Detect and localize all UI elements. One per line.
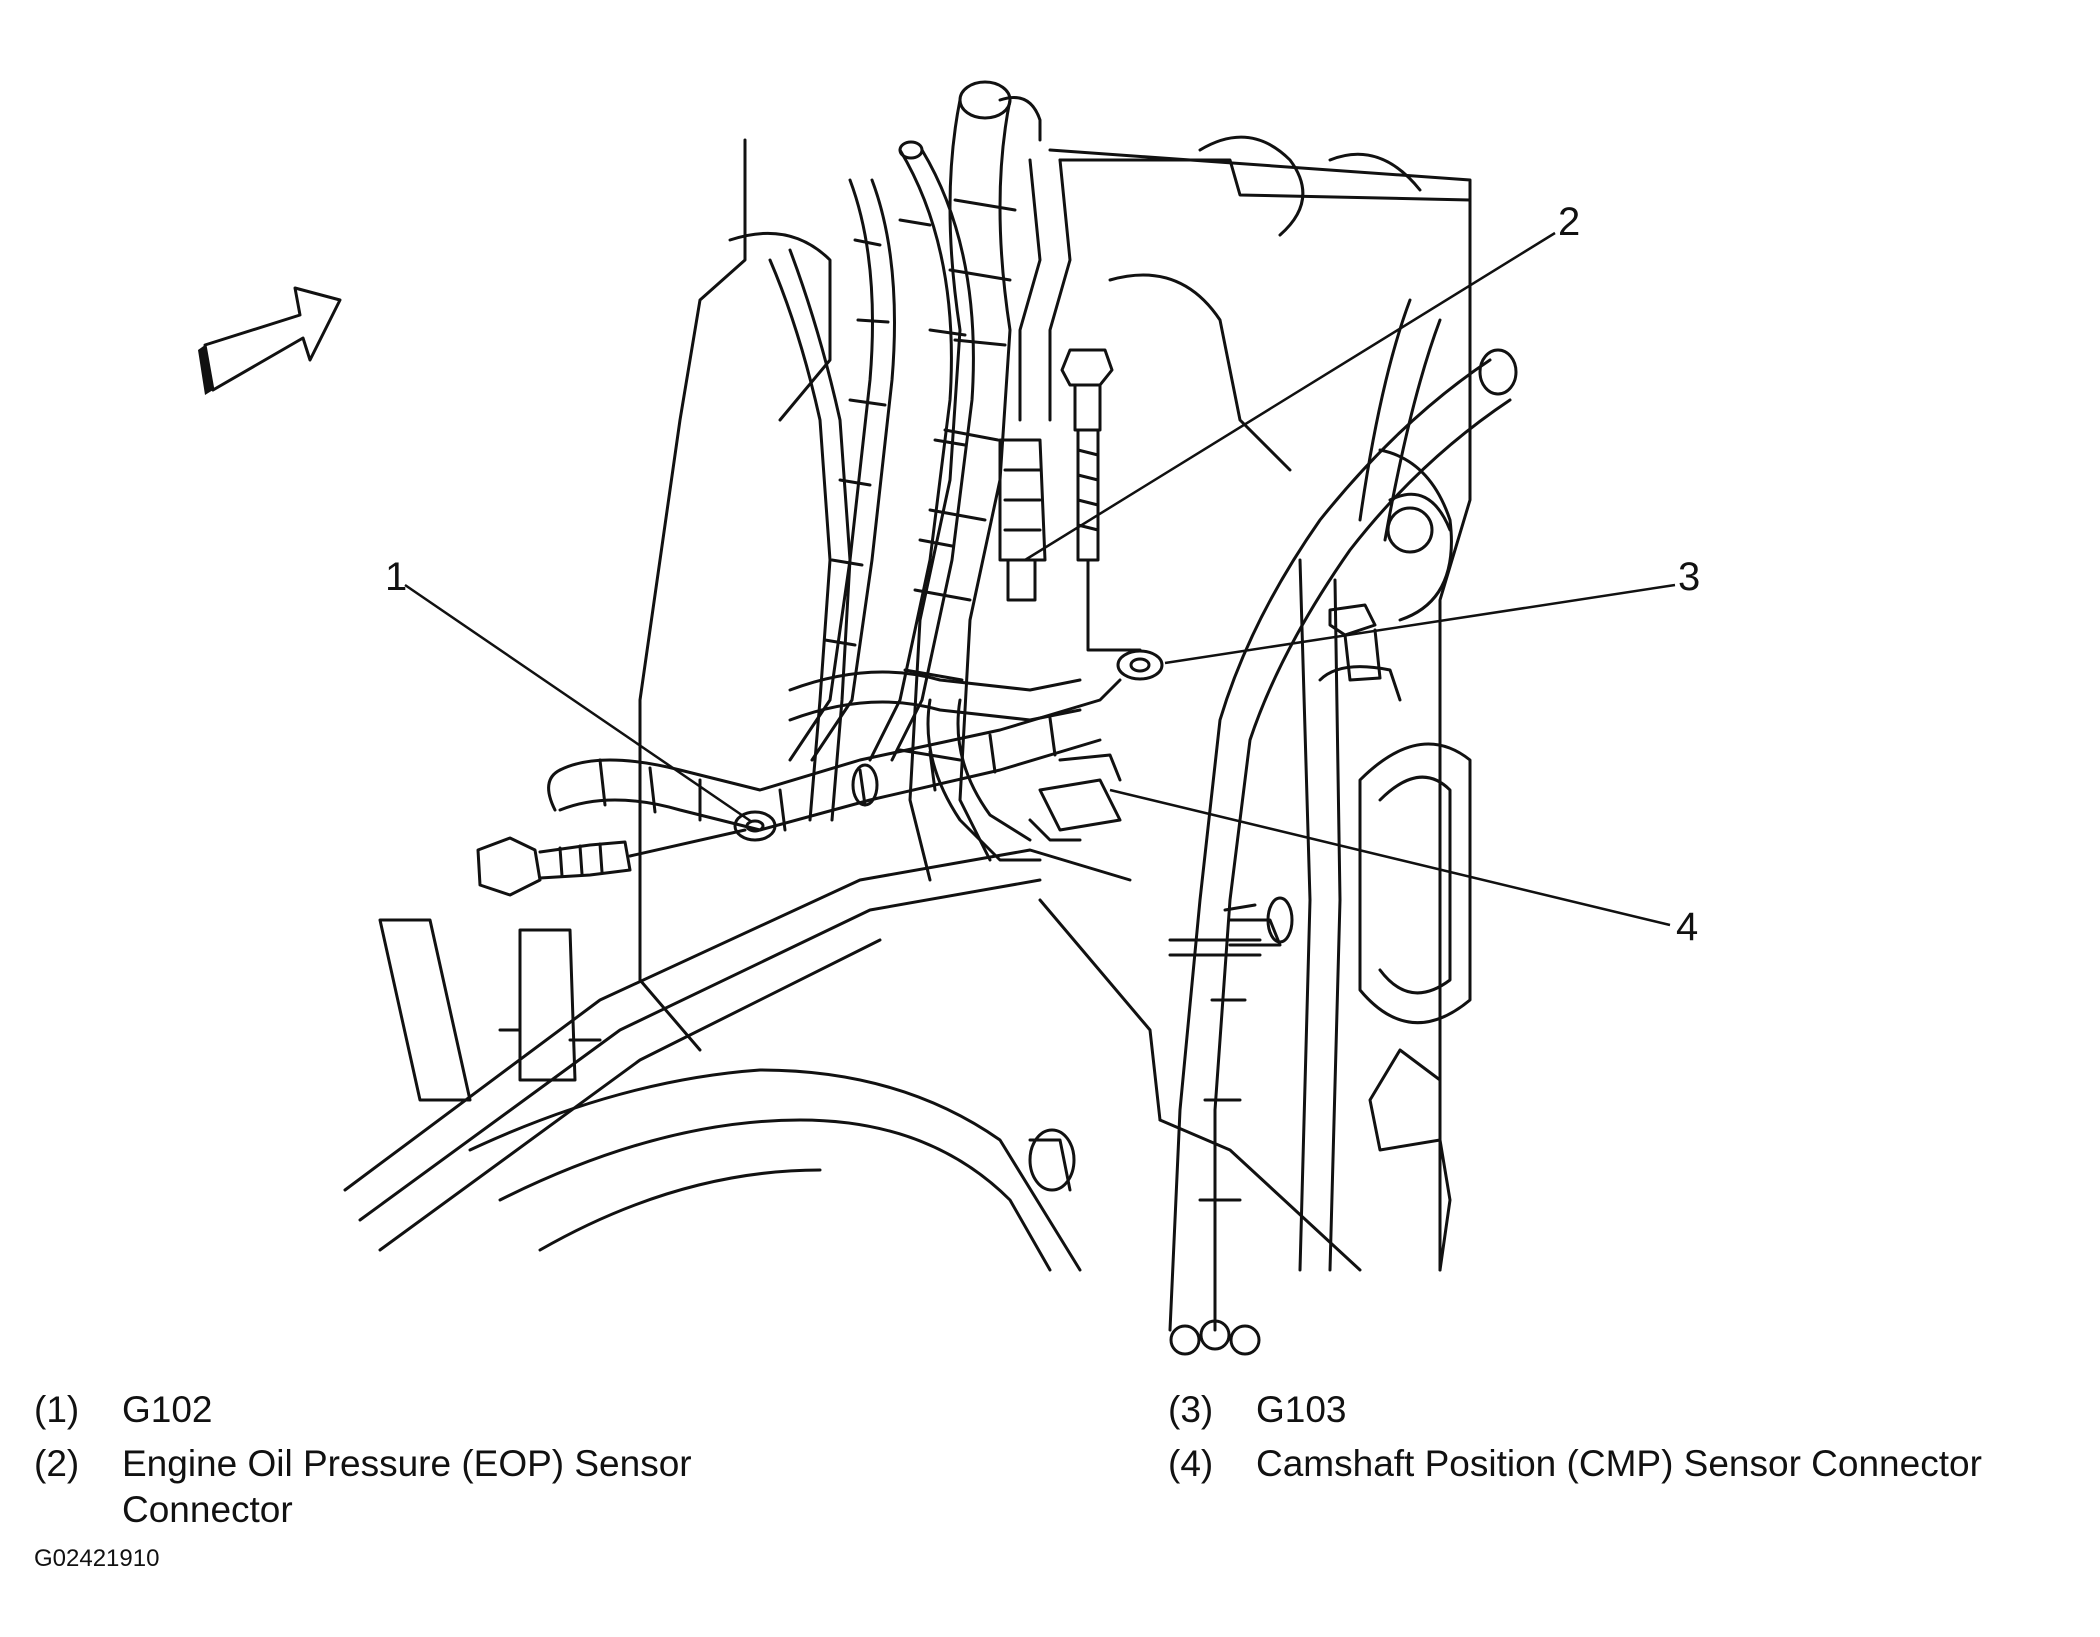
engine-block: [638, 135, 1472, 1272]
legend-text: Engine Oil Pressure (EOP) Sensor Connect…: [122, 1443, 692, 1530]
legend-text: Camshaft Position (CMP) Sensor Connector: [1256, 1443, 1982, 1484]
callout-leader-4: [1109, 788, 1671, 927]
callout-2: 2: [1558, 200, 1580, 244]
callout-leader-3: [1164, 583, 1676, 665]
callout-4: 4: [1676, 905, 1698, 949]
legend-text: G103: [1256, 1389, 1347, 1430]
callout-1: 1: [385, 555, 407, 599]
legend-number: (1): [34, 1389, 80, 1430]
direction-arrow-icon: [198, 286, 342, 395]
callout-leader-2: [1024, 231, 1556, 562]
g103-bolt: [1060, 348, 1164, 681]
stud-bolt: [1318, 603, 1402, 702]
legend-item-2: (2) Engine Oil Pressure (EOP) Sensor Con…: [34, 1441, 762, 1533]
g102-bolt: [476, 763, 879, 897]
legend-number: (4): [1168, 1443, 1214, 1484]
figure-id: G02421910: [34, 1545, 160, 1572]
callout-leader-1: [404, 583, 753, 824]
wiring-harness-main: [768, 80, 1072, 882]
engine-harness-illustration: 1 2 3 4: [198, 80, 1700, 1356]
legend-item-4: (4) Camshaft Position (CMP) Sensor Conne…: [1168, 1441, 2100, 1487]
legend-text: G102: [122, 1389, 213, 1430]
legend-number: (3): [1168, 1389, 1214, 1430]
wiring-harness-right: [1168, 298, 1518, 1356]
legend-number: (2): [34, 1443, 80, 1484]
callout-3: 3: [1678, 555, 1700, 599]
pulley: [1358, 742, 1472, 1272]
legend-item-1: (1) G102: [34, 1387, 762, 1433]
legend-column-right: (3) G103 (4) Camshaft Position (CMP) Sen…: [1168, 1387, 2100, 1487]
legend-item-3: (3) G103: [1168, 1387, 2100, 1433]
legend-column-left: (1) G102 (2) Engine Oil Pressure (EOP) S…: [34, 1387, 762, 1533]
intake-manifold: [343, 848, 1362, 1272]
